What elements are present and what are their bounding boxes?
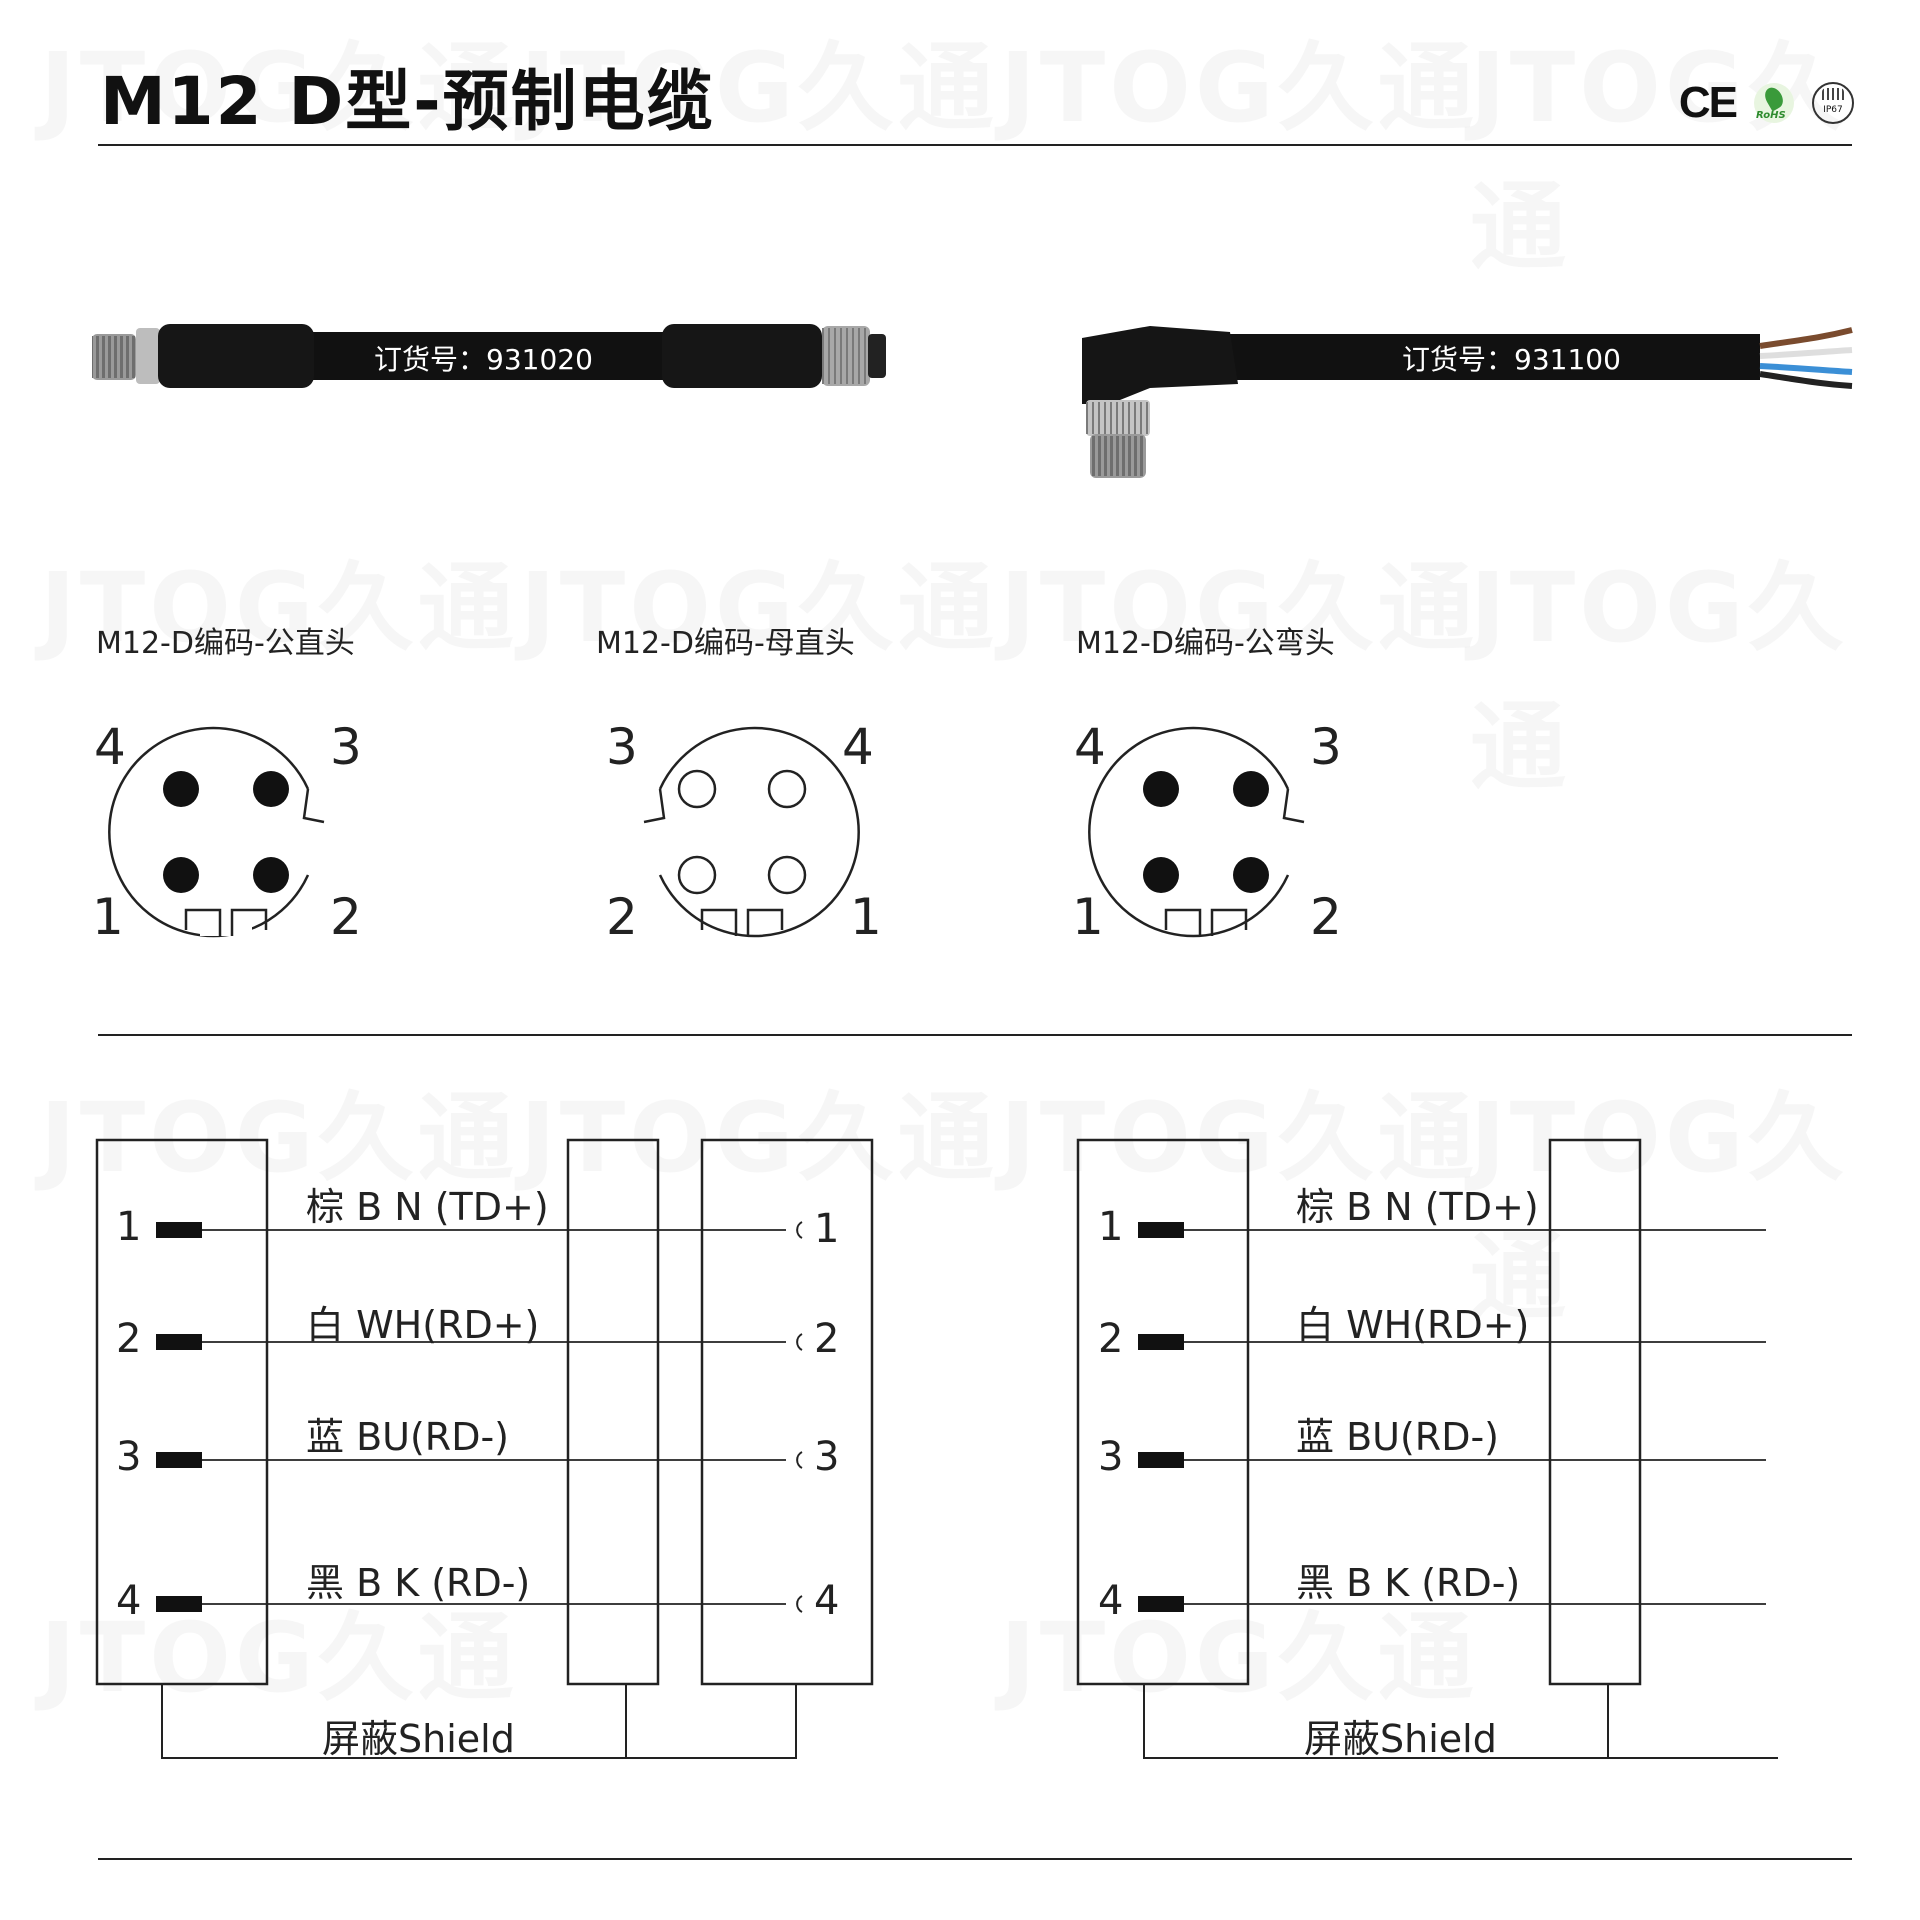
shield-label: 屏蔽Shield (322, 1717, 515, 1761)
pin-3 (1233, 771, 1269, 807)
female-overmold (662, 324, 822, 388)
header-divider (98, 144, 1852, 146)
pin-number: 2 (1310, 888, 1342, 946)
rohs-icon: RoHS (1754, 83, 1794, 123)
wiring-diagram-double-ended (95, 1138, 874, 1759)
connector-face-female-straight (643, 726, 860, 938)
left-pin-number: 4 (116, 1578, 142, 1624)
right-pin-number: 3 (814, 1434, 840, 1480)
right-pin-number: 1 (814, 1206, 840, 1252)
male-thread-ridges (92, 336, 136, 378)
black-lead (1759, 371, 1853, 389)
pin-4 (163, 771, 199, 807)
pin-3 (253, 771, 289, 807)
pin-terminals (1138, 1222, 1184, 1612)
blue-lead (1759, 363, 1853, 375)
certification-marks: CE RoHS IP67 (1679, 78, 1854, 128)
left-pin-number: 3 (1098, 1434, 1124, 1480)
pin-number: 3 (330, 718, 362, 776)
order-number-2: 订货号：931100 (1402, 343, 1621, 376)
pin-2 (253, 857, 289, 893)
wire-label-white: 白 WH(RD+) (306, 1303, 540, 1347)
ce-mark: CE (1678, 78, 1738, 127)
cable-box (1548, 1138, 1642, 1686)
right-pin-number: 2 (814, 1316, 840, 1362)
wire-label-brown: 棕 B N (TD+) (1296, 1185, 1539, 1229)
connector-label-male-straight: M12-D编码-公直头 (96, 626, 355, 661)
wire-label-black: 黑 B K (RD-) (306, 1561, 531, 1605)
left-pin-number: 1 (116, 1204, 142, 1250)
connector-label-female-straight: M12-D编码-母直头 (596, 626, 855, 661)
brown-lead (1759, 327, 1853, 349)
pin-number: 2 (606, 888, 638, 946)
shield-line (1143, 1684, 1778, 1759)
white-lead (1759, 347, 1853, 359)
female-knurl (822, 328, 870, 384)
socket-2 (677, 855, 717, 895)
connector-box (1076, 1138, 1250, 1686)
left-pin-number: 4 (1098, 1578, 1124, 1624)
female-face (868, 334, 886, 378)
left-pin-number: 2 (116, 1316, 142, 1362)
left-pin-number: 2 (1098, 1316, 1124, 1362)
socket-1 (767, 855, 807, 895)
pin-1 (163, 857, 199, 893)
order-number-1: 订货号：931020 (374, 343, 593, 376)
cable-body (1230, 334, 1760, 380)
pin-terminals (156, 1222, 202, 1612)
section-divider (98, 1034, 1852, 1036)
shield-label: 屏蔽Shield (1304, 1717, 1497, 1761)
wire-label-blue: 蓝 BU(RD-) (306, 1415, 509, 1459)
cable-box (566, 1138, 660, 1686)
pin-1 (1143, 857, 1179, 893)
pin-number: 3 (1310, 718, 1342, 776)
angle-overmold (1082, 326, 1238, 404)
ip67-icon: IP67 (1812, 82, 1854, 124)
male-overmold (158, 324, 314, 388)
shield-line (161, 1684, 797, 1759)
wire-label-brown: 棕 B N (TD+) (306, 1185, 549, 1229)
connector-label-male-angled: M12-D编码-公弯头 (1076, 626, 1335, 661)
product-photo-angled-cable (1082, 326, 1853, 478)
pin-number: 3 (606, 718, 638, 776)
angle-thread-ridges (1090, 436, 1146, 476)
right-pin-number: 4 (814, 1578, 840, 1624)
socket-3 (677, 769, 717, 809)
pin-4 (1143, 771, 1179, 807)
pin-number: 1 (92, 888, 124, 946)
wire-lines (200, 1229, 786, 1605)
wire-label-white: 白 WH(RD+) (1296, 1303, 1530, 1347)
pin-number: 4 (842, 718, 874, 776)
wire-lines (1180, 1229, 1766, 1605)
pin-2 (1233, 857, 1269, 893)
right-connector-box (700, 1138, 874, 1686)
pin-number: 4 (94, 718, 126, 776)
left-connector-box (95, 1138, 269, 1686)
pin-number: 4 (1074, 718, 1106, 776)
angle-knurl (1086, 402, 1150, 434)
left-pin-number: 3 (116, 1434, 142, 1480)
connector-face-male-straight (108, 726, 325, 938)
wire-label-black: 黑 B K (RD-) (1296, 1561, 1521, 1605)
left-pin-number: 1 (1098, 1204, 1124, 1250)
socket-terminals (796, 1221, 803, 1613)
wire-label-blue: 蓝 BU(RD-) (1296, 1415, 1499, 1459)
connector-face-male-angled (1088, 726, 1305, 938)
male-nut (136, 328, 160, 384)
pin-number: 2 (330, 888, 362, 946)
pin-number: 1 (850, 888, 882, 946)
pin-number: 1 (1072, 888, 1104, 946)
footer-divider (98, 1858, 1852, 1860)
page-title: M12 D型-预制电缆 (100, 63, 715, 140)
product-photo-straight-cable (92, 324, 886, 388)
socket-4 (767, 769, 807, 809)
wiring-diagram-flying-leads (1076, 1138, 1778, 1759)
